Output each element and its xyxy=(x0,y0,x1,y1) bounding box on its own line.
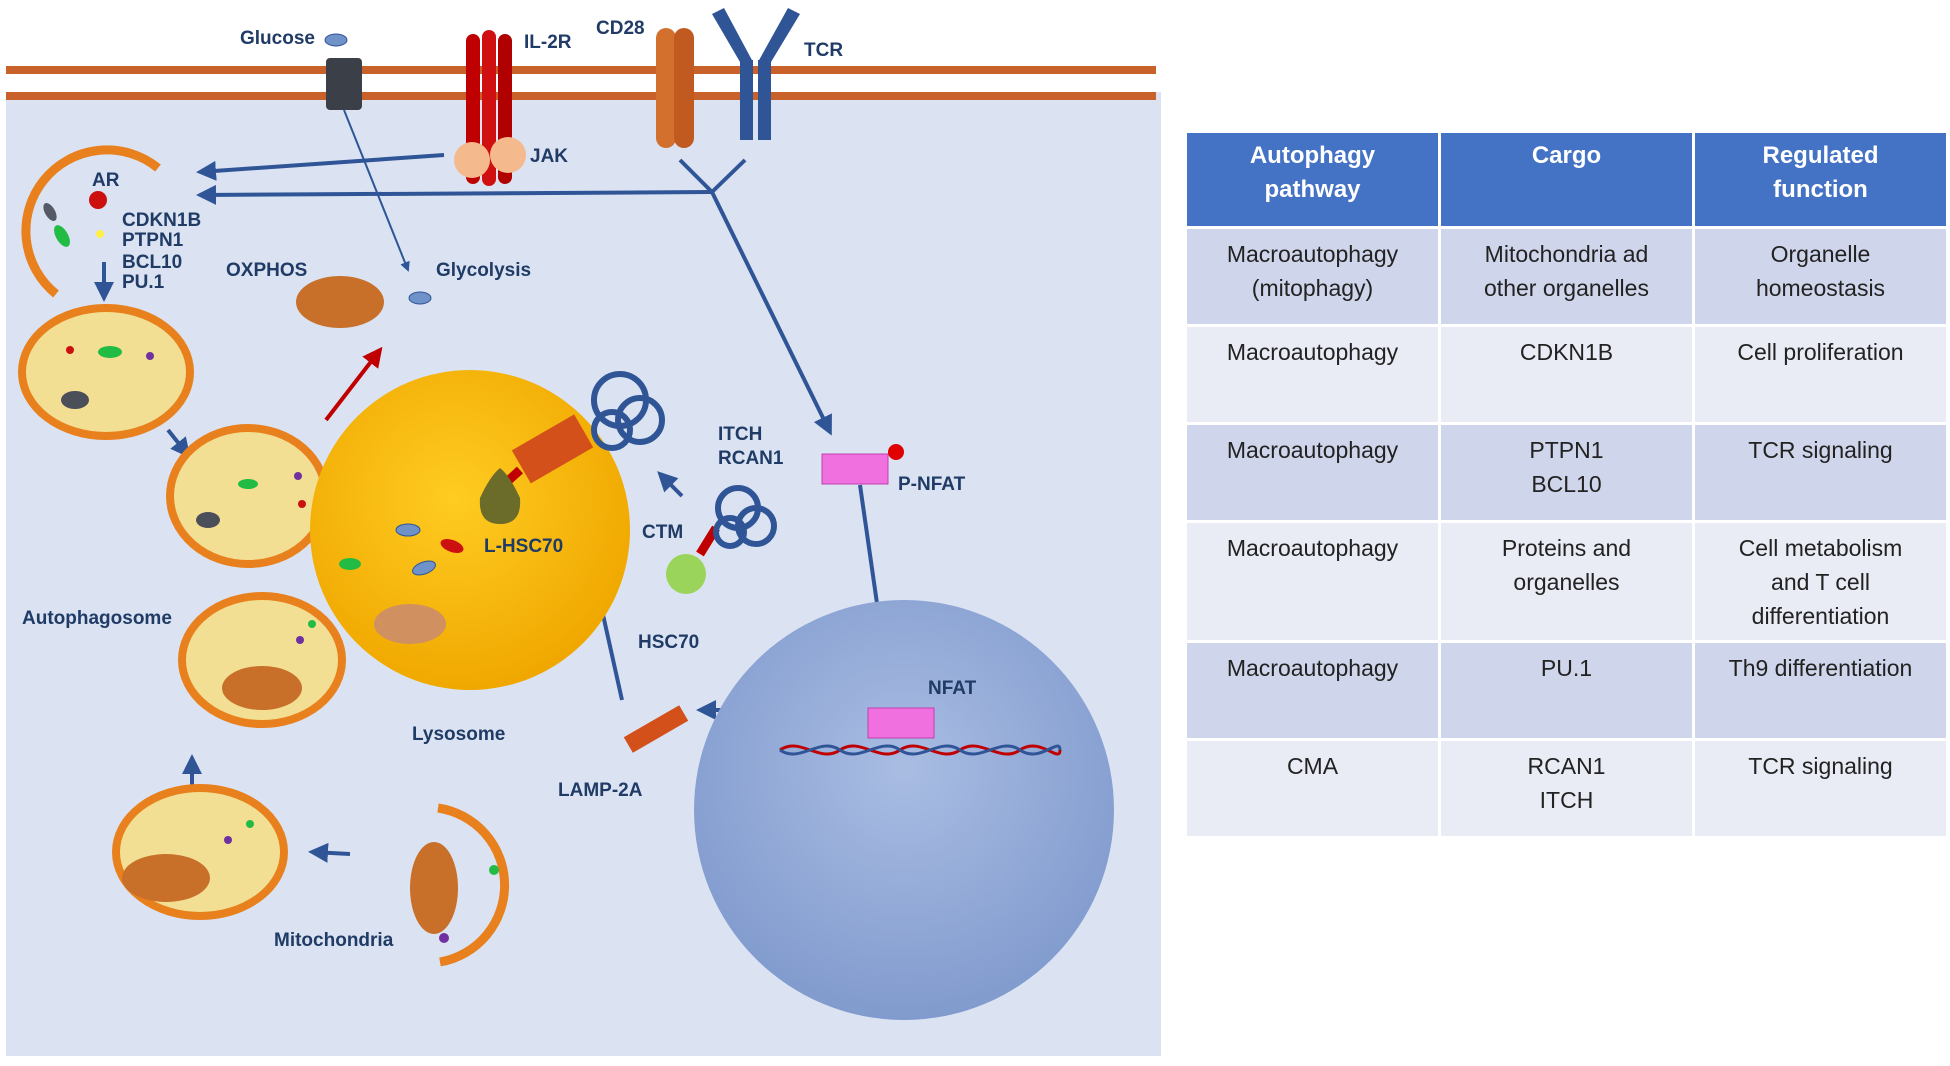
plasma-membrane xyxy=(6,66,1156,100)
label-itch: ITCH xyxy=(718,424,762,445)
label-jak: JAK xyxy=(530,146,568,167)
header-regulated-function: Regulated function xyxy=(1692,130,1949,229)
label-autophagosome: Autophagosome xyxy=(22,608,172,629)
autophagosome-vesicle-1 xyxy=(18,304,194,440)
table-row: Macroautophagy CDKN1B Cell proliferation xyxy=(1184,324,1949,425)
p-nfat xyxy=(821,453,889,485)
label-il2r: IL-2R xyxy=(524,32,572,53)
cell-cargo: Proteins and organelles xyxy=(1438,520,1695,643)
cell-pathway: Macroautophagy (mitophagy) xyxy=(1184,226,1441,327)
label-glucose: Glucose xyxy=(240,28,315,49)
nucleus xyxy=(694,600,1114,1020)
table-row: Macroautophagy PTPN1 BCL10 TCR signaling xyxy=(1184,422,1949,523)
cd28-receptor xyxy=(656,28,694,148)
phagophore-bottom xyxy=(437,803,510,967)
table-header-row: Autophagy pathway Cargo Regulated functi… xyxy=(1184,130,1949,229)
label-p-nfat: P-NFAT xyxy=(898,474,966,495)
table-body: Macroautophagy (mitophagy) Mitochondria … xyxy=(1184,226,1949,839)
label-lamp2a: LAMP-2A xyxy=(558,780,643,801)
cell-function: Cell metabolism and T cell differentiati… xyxy=(1692,520,1949,643)
cell-cargo: PTPN1 BCL10 xyxy=(1438,422,1695,523)
cell-pathway: Macroautophagy xyxy=(1184,422,1441,523)
label-cd28: CD28 xyxy=(596,18,645,39)
cell-function: Th9 differentiation xyxy=(1692,640,1949,741)
glucose-transporter xyxy=(324,33,362,110)
label-ctm: CTM xyxy=(642,522,683,543)
cell-pathway: Macroautophagy xyxy=(1184,324,1441,425)
cell-function: Organelle homeostasis xyxy=(1692,226,1949,327)
l-hsc70 xyxy=(479,468,521,524)
nfat xyxy=(867,707,935,739)
glycolysis-vesicle xyxy=(408,291,432,305)
lamp2a xyxy=(623,705,689,753)
label-mitochondria: Mitochondria xyxy=(274,930,394,951)
label-cdkn1b: CDKN1B xyxy=(122,210,201,231)
ctm-complex xyxy=(666,485,777,594)
label-bcl10: BCL10 xyxy=(122,252,182,273)
label-l-hsc70: L-HSC70 xyxy=(484,536,563,557)
cell-cargo: Mitochondria ad other organelles xyxy=(1438,226,1695,327)
cell-pathway: Macroautophagy xyxy=(1184,520,1441,643)
table-row: Macroautophagy Proteins and organelles C… xyxy=(1184,520,1949,643)
cell-pathway: Macroautophagy xyxy=(1184,640,1441,741)
substrate-protein xyxy=(591,371,665,451)
table-row: Macroautophagy PU.1 Th9 differentiation xyxy=(1184,640,1949,741)
table-row: CMA RCAN1 ITCH TCR signaling xyxy=(1184,738,1949,839)
tcr-receptor xyxy=(712,8,800,140)
autophagosome-vesicle-2 xyxy=(166,424,330,568)
mitochondrion xyxy=(410,842,458,934)
cell-cargo: CDKN1B xyxy=(1438,324,1695,425)
header-cargo: Cargo xyxy=(1438,130,1695,229)
red-arrow xyxy=(324,346,383,422)
cell-function: Cell proliferation xyxy=(1692,324,1949,425)
cell-function: TCR signaling xyxy=(1692,422,1949,523)
oxphos-mitochondrion xyxy=(296,276,384,328)
lamp2a-multimer xyxy=(511,414,594,484)
header-autophagy-pathway: Autophagy pathway xyxy=(1184,130,1441,229)
label-tcr: TCR xyxy=(804,40,843,61)
autophagy-pathway-table: Autophagy pathway Cargo Regulated functi… xyxy=(1184,130,1949,839)
label-lysosome: Lysosome xyxy=(412,724,505,745)
table-header: Autophagy pathway Cargo Regulated functi… xyxy=(1184,130,1949,229)
label-ar: AR xyxy=(92,170,120,191)
autophagosome-vesicle-3 xyxy=(178,592,346,728)
label-nfat: NFAT xyxy=(928,678,977,699)
cargo-dots xyxy=(43,191,107,247)
lysosome xyxy=(310,370,630,690)
label-pu1: PU.1 xyxy=(122,272,165,293)
t-cell-autophagy-diagram: Glucose IL-2R CD28 TCR JAK AR CDKN1B PTP… xyxy=(6,8,1161,1056)
phagophore xyxy=(21,145,161,298)
dna-helix xyxy=(779,744,1062,756)
table-row: Macroautophagy (mitophagy) Mitochondria … xyxy=(1184,226,1949,327)
il2r-receptor xyxy=(454,30,526,186)
cell-cargo: RCAN1 ITCH xyxy=(1438,738,1695,839)
label-rcan1: RCAN1 xyxy=(718,448,784,469)
label-glycolysis: Glycolysis xyxy=(436,260,531,281)
cell-cargo: PU.1 xyxy=(1438,640,1695,741)
cell-function: TCR signaling xyxy=(1692,738,1949,839)
label-oxphos: OXPHOS xyxy=(226,260,307,281)
label-ptpn1: PTPN1 xyxy=(122,230,184,251)
cell-pathway: CMA xyxy=(1184,738,1441,839)
autophagosome-vesicle-4 xyxy=(112,784,288,920)
label-hsc70: HSC70 xyxy=(638,632,699,653)
lysosome-contents xyxy=(339,523,464,644)
